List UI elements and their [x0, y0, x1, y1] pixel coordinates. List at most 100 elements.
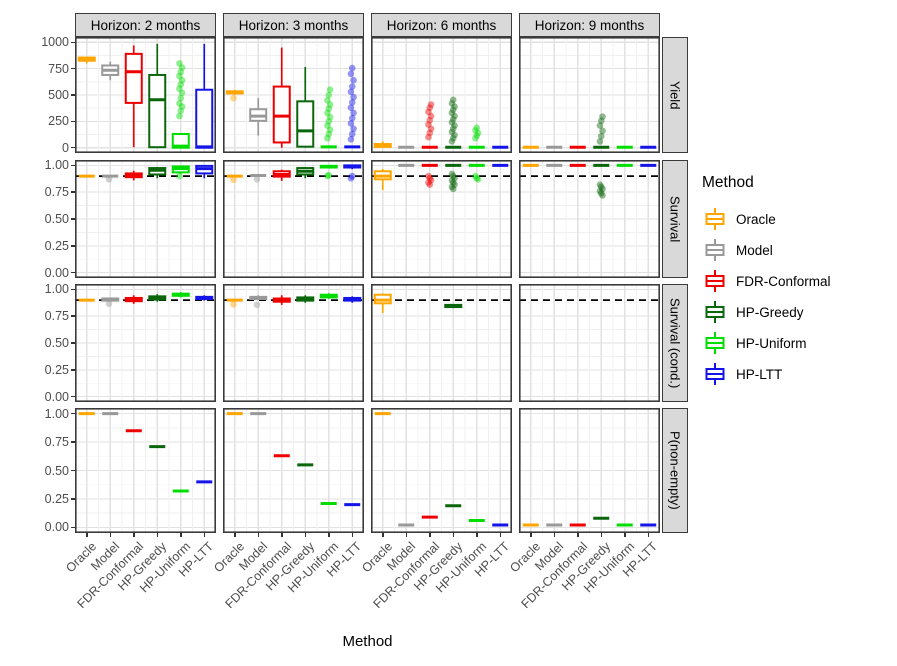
panel-border	[223, 160, 364, 279]
facet-panel-r1-c1	[75, 37, 216, 154]
box-Oracle	[373, 141, 392, 148]
y-tick-mark	[71, 369, 75, 371]
x-tick-mark	[382, 533, 384, 537]
panel-canvas	[519, 160, 660, 279]
y-tick-label: 500	[48, 88, 69, 102]
panel-canvas	[519, 408, 660, 534]
facet-strip-row-1: Yield	[662, 37, 688, 153]
legend-item-label: Oracle	[736, 211, 776, 227]
box-Model	[249, 295, 268, 309]
y-tick-label: 0.50	[44, 463, 69, 478]
box-HP-Greedy	[445, 163, 462, 193]
y-tick-mark	[71, 146, 75, 149]
panel-border	[75, 37, 216, 154]
box-HP-Greedy	[148, 166, 167, 179]
gridlines	[75, 408, 216, 533]
x-tick-mark	[405, 533, 407, 537]
legend-key-boxplot-icon	[705, 301, 725, 323]
facet-panel-r4-c1	[75, 408, 216, 534]
y-tick-label: 0.25	[44, 238, 69, 253]
box-FDR-Conformal	[124, 170, 143, 181]
facet-strip-col-1: Horizon: 2 months	[75, 13, 216, 37]
panel-border	[75, 284, 216, 403]
box-FDR-Conformal	[124, 45, 143, 148]
gridlines	[223, 160, 364, 278]
y-tick-mark	[71, 395, 75, 398]
panel-canvas	[75, 37, 216, 154]
gridlines	[519, 408, 660, 533]
legend-item-HP-LTT: HP-LTT	[702, 361, 892, 387]
gridlines	[519, 284, 660, 402]
legend-item-HP-Uniform: HP-Uniform	[702, 330, 892, 356]
x-tick-mark	[647, 533, 649, 537]
facet-strip-col-3: Horizon: 6 months	[371, 13, 512, 37]
y-tick-mark	[71, 526, 75, 529]
x-tick-mark	[203, 533, 205, 537]
y-tick-label: 250	[48, 114, 69, 129]
legend-item-label: HP-Greedy	[736, 304, 804, 320]
box-HP-Greedy	[445, 96, 462, 149]
x-tick-mark	[600, 533, 602, 537]
box-Model	[250, 174, 267, 183]
panel-border	[223, 408, 364, 534]
panel-border	[223, 284, 364, 403]
panel-border	[519, 37, 660, 154]
y-tick-mark	[71, 498, 75, 500]
legend-item-label: HP-Uniform	[736, 335, 807, 351]
y-tick-mark	[71, 469, 75, 472]
x-tick-mark	[530, 533, 532, 537]
facet-panel-r4-c2	[223, 408, 364, 534]
panel-border	[519, 408, 660, 534]
y-tick-label: 0.00	[44, 520, 69, 535]
legend-key-boxplot-icon	[705, 332, 725, 354]
box-HP-Uniform	[320, 86, 337, 149]
y-tick-mark	[71, 412, 75, 415]
facet-panel-r4-c3	[371, 408, 512, 534]
y-tick-mark	[71, 342, 75, 344]
box-HP-LTT	[195, 43, 214, 149]
box-FDR-Conformal	[421, 163, 438, 188]
gridlines	[75, 160, 216, 278]
y-tick-mark	[71, 271, 75, 274]
box-FDR-Conformal	[124, 295, 143, 304]
gridlines	[371, 160, 512, 278]
y-tick-mark	[71, 164, 75, 167]
panel-canvas	[223, 408, 364, 534]
panel-canvas	[75, 408, 216, 534]
panel-border	[75, 408, 216, 534]
box-FDR-Conformal	[421, 101, 438, 149]
y-tick-mark	[71, 191, 75, 193]
panel-border	[371, 37, 512, 154]
legend-item-HP-Greedy: HP-Greedy	[702, 299, 892, 325]
box-HP-LTT	[343, 296, 362, 303]
y-tick-label: 0.25	[44, 362, 69, 377]
x-tick-mark	[304, 533, 306, 537]
box-Oracle	[226, 174, 243, 184]
facet-panel-r1-c4	[519, 37, 660, 154]
facet-strip-row-4: P(non-empty)	[662, 408, 688, 533]
x-tick-mark	[234, 533, 236, 537]
box-HP-LTT	[343, 164, 362, 182]
y-tick-label: 0.75	[44, 185, 69, 200]
x-tick-mark	[577, 533, 579, 537]
y-tick-label: 1.00	[44, 406, 69, 421]
panel-border	[371, 408, 512, 534]
facet-panel-r2-c3	[371, 160, 512, 279]
facet-panel-r1-c2	[223, 37, 364, 154]
y-tick-label: 750	[48, 61, 69, 76]
legend-item-FDR-Conformal: FDR-Conformal	[702, 268, 892, 294]
x-tick-mark	[328, 533, 330, 537]
y-tick-label: 0.00	[44, 389, 69, 404]
box-FDR-Conformal	[272, 47, 291, 148]
gridlines	[223, 37, 364, 153]
x-tick-mark	[180, 533, 182, 537]
box-Oracle	[373, 169, 392, 191]
facet-panel-r2-c2	[223, 160, 364, 279]
x-tick-mark	[351, 533, 353, 537]
box-HP-Uniform	[171, 292, 190, 298]
facet-panel-r3-c3	[371, 284, 512, 403]
y-tick-label: 0	[62, 140, 69, 155]
x-tick-mark	[133, 533, 135, 537]
facet-panel-r3-c1	[75, 284, 216, 403]
